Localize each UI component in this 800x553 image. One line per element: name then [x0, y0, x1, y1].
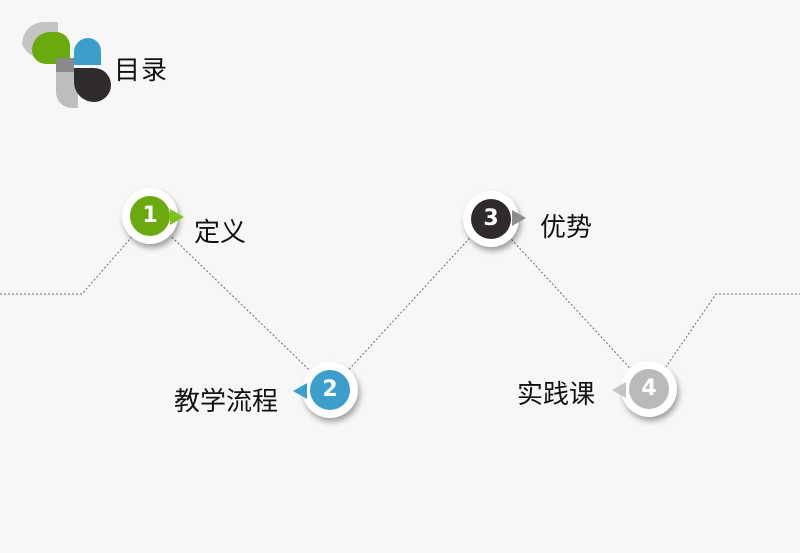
item-3-pointer-icon: [512, 210, 526, 226]
item-3-marker[interactable]: 3: [463, 191, 519, 247]
item-4-pointer-icon: [612, 382, 626, 398]
item-4-label[interactable]: 实践课: [517, 380, 596, 410]
item-2-marker[interactable]: 2: [302, 362, 358, 418]
logo-icon: [22, 22, 111, 108]
item-2-number: 2: [310, 370, 350, 410]
item-1-marker[interactable]: 1: [122, 188, 178, 244]
item-3-label[interactable]: 优势: [540, 213, 593, 243]
page-title: 目录: [114, 56, 169, 86]
logo-dark-petal: [74, 68, 111, 102]
item-4-number: 4: [629, 369, 669, 409]
item-1-label[interactable]: 定义: [194, 218, 247, 248]
item-2-pointer-icon: [293, 383, 307, 399]
item-1-pointer-icon: [170, 209, 184, 225]
item-3-number: 3: [471, 199, 511, 239]
item-2-label[interactable]: 教学流程: [174, 387, 279, 417]
item-4-marker[interactable]: 4: [621, 361, 677, 417]
logo-center: [56, 58, 74, 72]
logo-blue-petal: [74, 38, 101, 65]
logo-gray-stem: [56, 72, 78, 108]
logo-green-petal: [32, 32, 70, 64]
item-1-number: 1: [130, 196, 170, 236]
